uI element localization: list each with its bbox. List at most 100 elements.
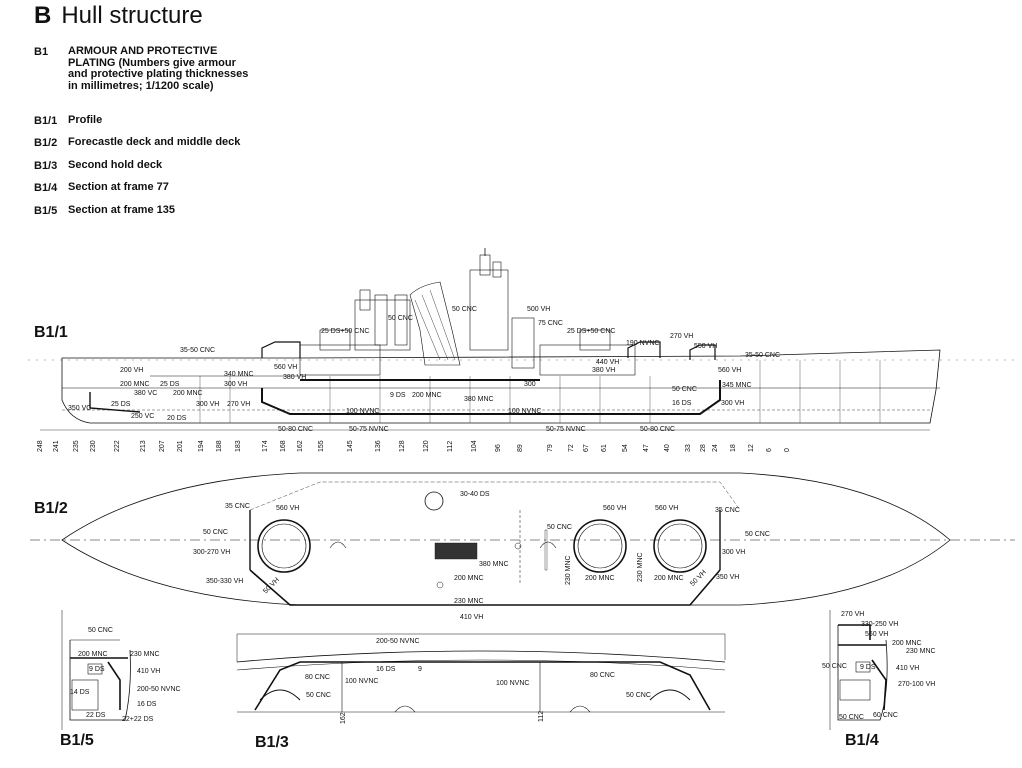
- armour-label: 350 VH: [716, 574, 739, 581]
- frame-numbers: 248 241 235 230 222 213 207 201 194 188 …: [37, 440, 791, 452]
- turret-barbette-aft: [257, 519, 311, 573]
- profile-view: [28, 248, 1015, 431]
- armour-label: 35 CNC: [225, 503, 250, 510]
- profile-hull-outline: [61, 349, 941, 424]
- armour-label: 50 CNC: [672, 386, 697, 393]
- armour-label: 230 MNC: [454, 598, 484, 605]
- turret-barbette-fwd2: [653, 519, 707, 573]
- armour-label: 300 VH: [721, 400, 744, 407]
- figure-label-b1-1: B1/1: [34, 324, 68, 341]
- armour-label: 60 CNC: [873, 712, 898, 719]
- frame-number: 47: [643, 444, 650, 452]
- armour-label: 200 MNC: [654, 575, 684, 582]
- profile-funnel: [409, 281, 461, 366]
- legend-code: B1/4: [34, 182, 58, 194]
- armour-label: 16 DS: [376, 666, 396, 673]
- armour-label: 50 CNC: [822, 663, 847, 670]
- hold-deck-view: [236, 633, 726, 713]
- page-header: B Hull structure: [34, 2, 203, 30]
- frame-number: 40: [664, 444, 671, 452]
- armour-label: 440 VH: [596, 359, 619, 366]
- armour-label: 200-50 NVNC: [376, 638, 420, 645]
- section-77-labels: 270 VH 330-250 VH 560 VH 200 MNC 230 MNC…: [822, 611, 936, 721]
- armour-label: 35 CNC: [715, 507, 740, 514]
- armour-label: 80 CNC: [590, 672, 615, 679]
- frame-number: 194: [198, 440, 205, 452]
- armour-label: 50 VH: [262, 577, 281, 596]
- frame-number: 207: [159, 440, 166, 452]
- frame-number: 155: [318, 440, 325, 452]
- armour-label: 50-80 CNC: [640, 426, 675, 433]
- deck-plan-view: [30, 472, 1015, 606]
- armour-label: 50 CNC: [388, 315, 413, 322]
- armour-label: 560 VH: [865, 631, 888, 638]
- armour-label: 200 MNC: [585, 575, 615, 582]
- frame-number: 28: [700, 444, 707, 452]
- frame-number: 67: [583, 444, 590, 452]
- armour-label: 75 CNC: [538, 320, 563, 327]
- armour-label: 50 CNC: [839, 714, 864, 721]
- armour-label: 410 VH: [137, 668, 160, 675]
- armour-label: 80 CNC: [305, 674, 330, 681]
- armour-label: 340 MNC: [224, 371, 254, 378]
- legend-code: B1/2: [34, 137, 58, 149]
- armour-label: 500 VH: [527, 306, 550, 313]
- armour-label: 250 VC: [131, 413, 154, 420]
- armour-label: 50 CNC: [88, 627, 113, 634]
- frame-number: 79: [547, 444, 554, 452]
- frame-number: 112: [447, 441, 454, 452]
- armour-label: 380 VH: [283, 374, 306, 381]
- frame-number: 12: [748, 444, 755, 452]
- frame-number: 162: [340, 712, 347, 724]
- deck-plan-hatched-area: [434, 542, 478, 560]
- armour-label: 300-270 VH: [193, 549, 230, 556]
- armour-label: 200 MNC: [454, 575, 484, 582]
- frame-number: 183: [235, 440, 242, 452]
- deck-plan-armour-belt: [249, 569, 721, 606]
- legend-code: B1: [34, 46, 49, 58]
- armour-label: 200 VH: [120, 367, 143, 374]
- legend-text: Second hold deck: [68, 159, 163, 171]
- armour-label: 560 VH: [655, 505, 678, 512]
- armour-label: 200 MNC: [173, 390, 203, 397]
- armour-label: 50 CNC: [745, 531, 770, 538]
- armour-label: 25 DS+50 CNC: [321, 328, 369, 335]
- armour-label: 560 VH: [274, 364, 297, 371]
- section-title: Hull structure: [61, 2, 203, 29]
- frame-number: 162: [297, 440, 304, 452]
- armour-label: 300: [524, 381, 536, 388]
- frame-number: 72: [568, 444, 575, 452]
- armour-label: 380 VH: [592, 367, 615, 374]
- armour-label: 300 VH: [722, 549, 745, 556]
- armour-label: 270 VH: [227, 401, 250, 408]
- frame-number: 213: [140, 440, 147, 452]
- frame-number: 201: [177, 440, 184, 452]
- hold-deck-labels: 200-50 NVNC 16 DS 9 80 CNC 100 NVNC 50 C…: [305, 638, 651, 724]
- frame-number: 0: [784, 448, 791, 452]
- armour-label: 50 CNC: [547, 524, 572, 531]
- armour-label: 30-40 DS: [460, 491, 490, 498]
- frame-number: 128: [399, 440, 406, 452]
- legend-code: B1/1: [34, 115, 58, 127]
- frame-number: 248: [37, 440, 44, 452]
- figure-label-b1-2: B1/2: [34, 500, 68, 517]
- frame-number: 241: [53, 440, 60, 452]
- armour-label: 50 CNC: [306, 692, 331, 699]
- frame-number: 61: [601, 444, 608, 452]
- frame-number: 18: [730, 444, 737, 452]
- profile-tower: [469, 269, 509, 351]
- section-letter: B: [34, 2, 52, 29]
- frame-number: 89: [517, 444, 524, 452]
- armour-label: 9 DS: [89, 666, 105, 673]
- armour-label: 300 VH: [224, 381, 247, 388]
- frame-number: 33: [685, 444, 692, 452]
- armour-label: 100 NVNC: [496, 680, 529, 687]
- armour-label: 270 VH: [670, 333, 693, 340]
- legend-text: Section at frame 77: [68, 181, 169, 193]
- armour-label: 16 DS: [137, 701, 157, 708]
- section-135-labels: 50 CNC 200 MNC 230 MNC 9 DS 410 VH 14 DS…: [70, 627, 181, 723]
- armour-label: 230 MNC: [130, 651, 160, 658]
- armour-label: 50-80 CNC: [278, 426, 313, 433]
- frame-number: 188: [216, 440, 223, 452]
